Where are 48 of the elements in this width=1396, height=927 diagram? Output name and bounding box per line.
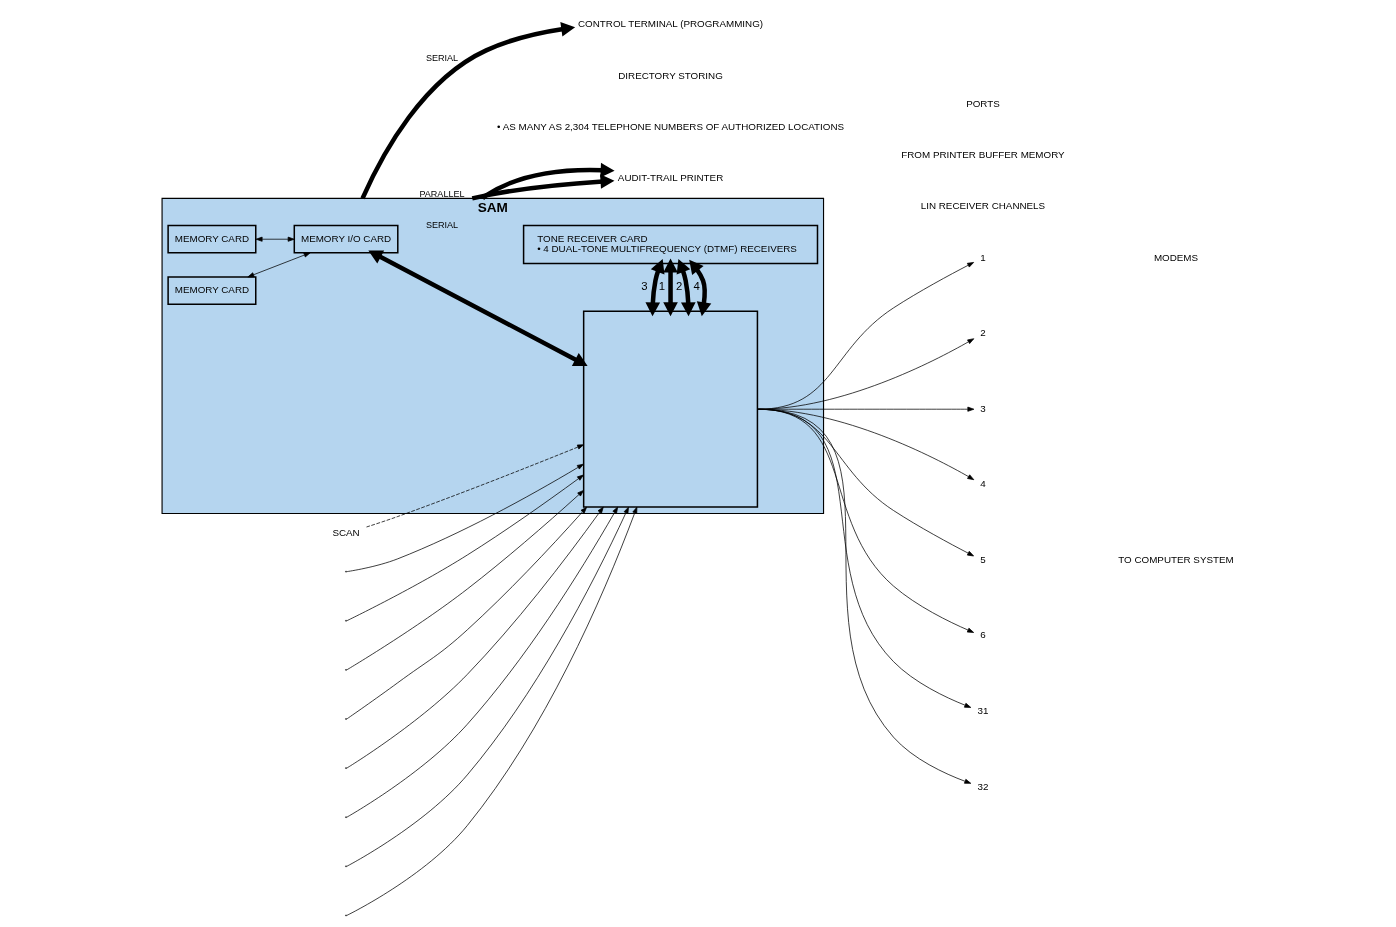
node-text: 6 <box>979 629 986 641</box>
node-box: MEMORY I/O CARD <box>293 224 399 254</box>
label: FROM PRINTER BUFFER MEMORY <box>900 148 1065 160</box>
node-text: 1 <box>979 251 986 263</box>
node-box: MEMORY CARD <box>166 276 256 305</box>
arrow <box>345 506 604 769</box>
arrow <box>367 250 588 366</box>
node-box <box>582 310 758 508</box>
edge-label: SERIAL <box>425 219 458 230</box>
arrow <box>365 444 584 528</box>
node-text: 32 <box>977 780 988 792</box>
node-text: AUDIT-TRAIL PRINTER <box>617 172 723 184</box>
edge-label: 4 <box>692 280 700 293</box>
edge-label: PARALLEL <box>418 189 465 200</box>
arrow <box>480 162 615 201</box>
arrow <box>757 408 971 784</box>
arrow <box>345 474 584 622</box>
label: DIRECTORY STORING <box>617 69 723 81</box>
node-text: 3 <box>979 402 986 414</box>
label: • AS MANY AS 2,304 TELEPHONE NUMBERS OF AUTHORIZED LOCATIONS <box>496 120 844 132</box>
edge-label: 1 <box>658 280 665 293</box>
arrow <box>345 490 584 671</box>
edge-label: SERIAL <box>425 52 458 63</box>
label: TO COMPUTER SYSTEM <box>1117 553 1234 565</box>
arrow <box>346 463 584 572</box>
arrow <box>662 258 678 317</box>
arrow <box>255 236 295 242</box>
label: MODEMS <box>1153 251 1198 263</box>
label: LIN RECEIVER CHANNELS <box>920 200 1045 212</box>
node-box: TONE RECEIVER CARD • 4 DUAL-TONE MULTIFREQUENCY (DTMF) RECEIVERS <box>522 224 818 265</box>
node-text: 31 <box>977 704 988 716</box>
arrow <box>688 259 711 317</box>
arrow <box>676 258 696 317</box>
arrow <box>359 21 575 200</box>
edge-label: 3 <box>640 280 648 293</box>
arrow <box>644 258 664 317</box>
node-text: CONTROL TERMINAL (PROGRAMMING) <box>577 18 763 30</box>
node-text: SCAN <box>331 526 360 538</box>
node-text: 5 <box>979 553 986 565</box>
edge-label: 2 <box>675 280 682 293</box>
label: PORTS <box>965 97 1000 109</box>
arrow <box>247 252 311 278</box>
arrow <box>345 506 618 818</box>
arrow <box>346 506 587 720</box>
arrow <box>471 174 614 201</box>
node-box: MEMORY CARD <box>166 224 256 254</box>
node-text: 2 <box>979 327 986 339</box>
node-text: 4 <box>979 478 986 490</box>
